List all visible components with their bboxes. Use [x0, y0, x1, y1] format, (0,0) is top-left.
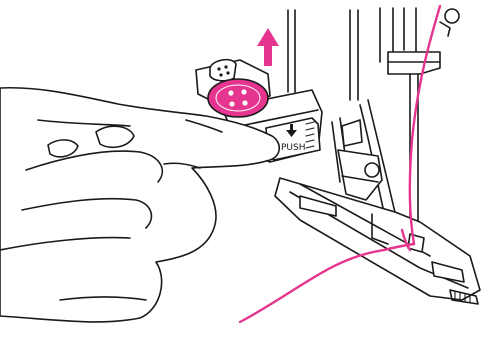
button-hole: [228, 90, 233, 95]
holder-grip: [210, 60, 236, 81]
button-hole: [242, 100, 247, 105]
push-label: PUSH: [281, 143, 306, 153]
presser-foot: [275, 178, 480, 304]
button-hole: [229, 101, 234, 106]
clamp-screw: [445, 9, 459, 23]
up-arrow-icon: [257, 28, 279, 66]
button-hole: [241, 89, 246, 94]
hand: [0, 88, 279, 322]
button: [208, 79, 268, 117]
